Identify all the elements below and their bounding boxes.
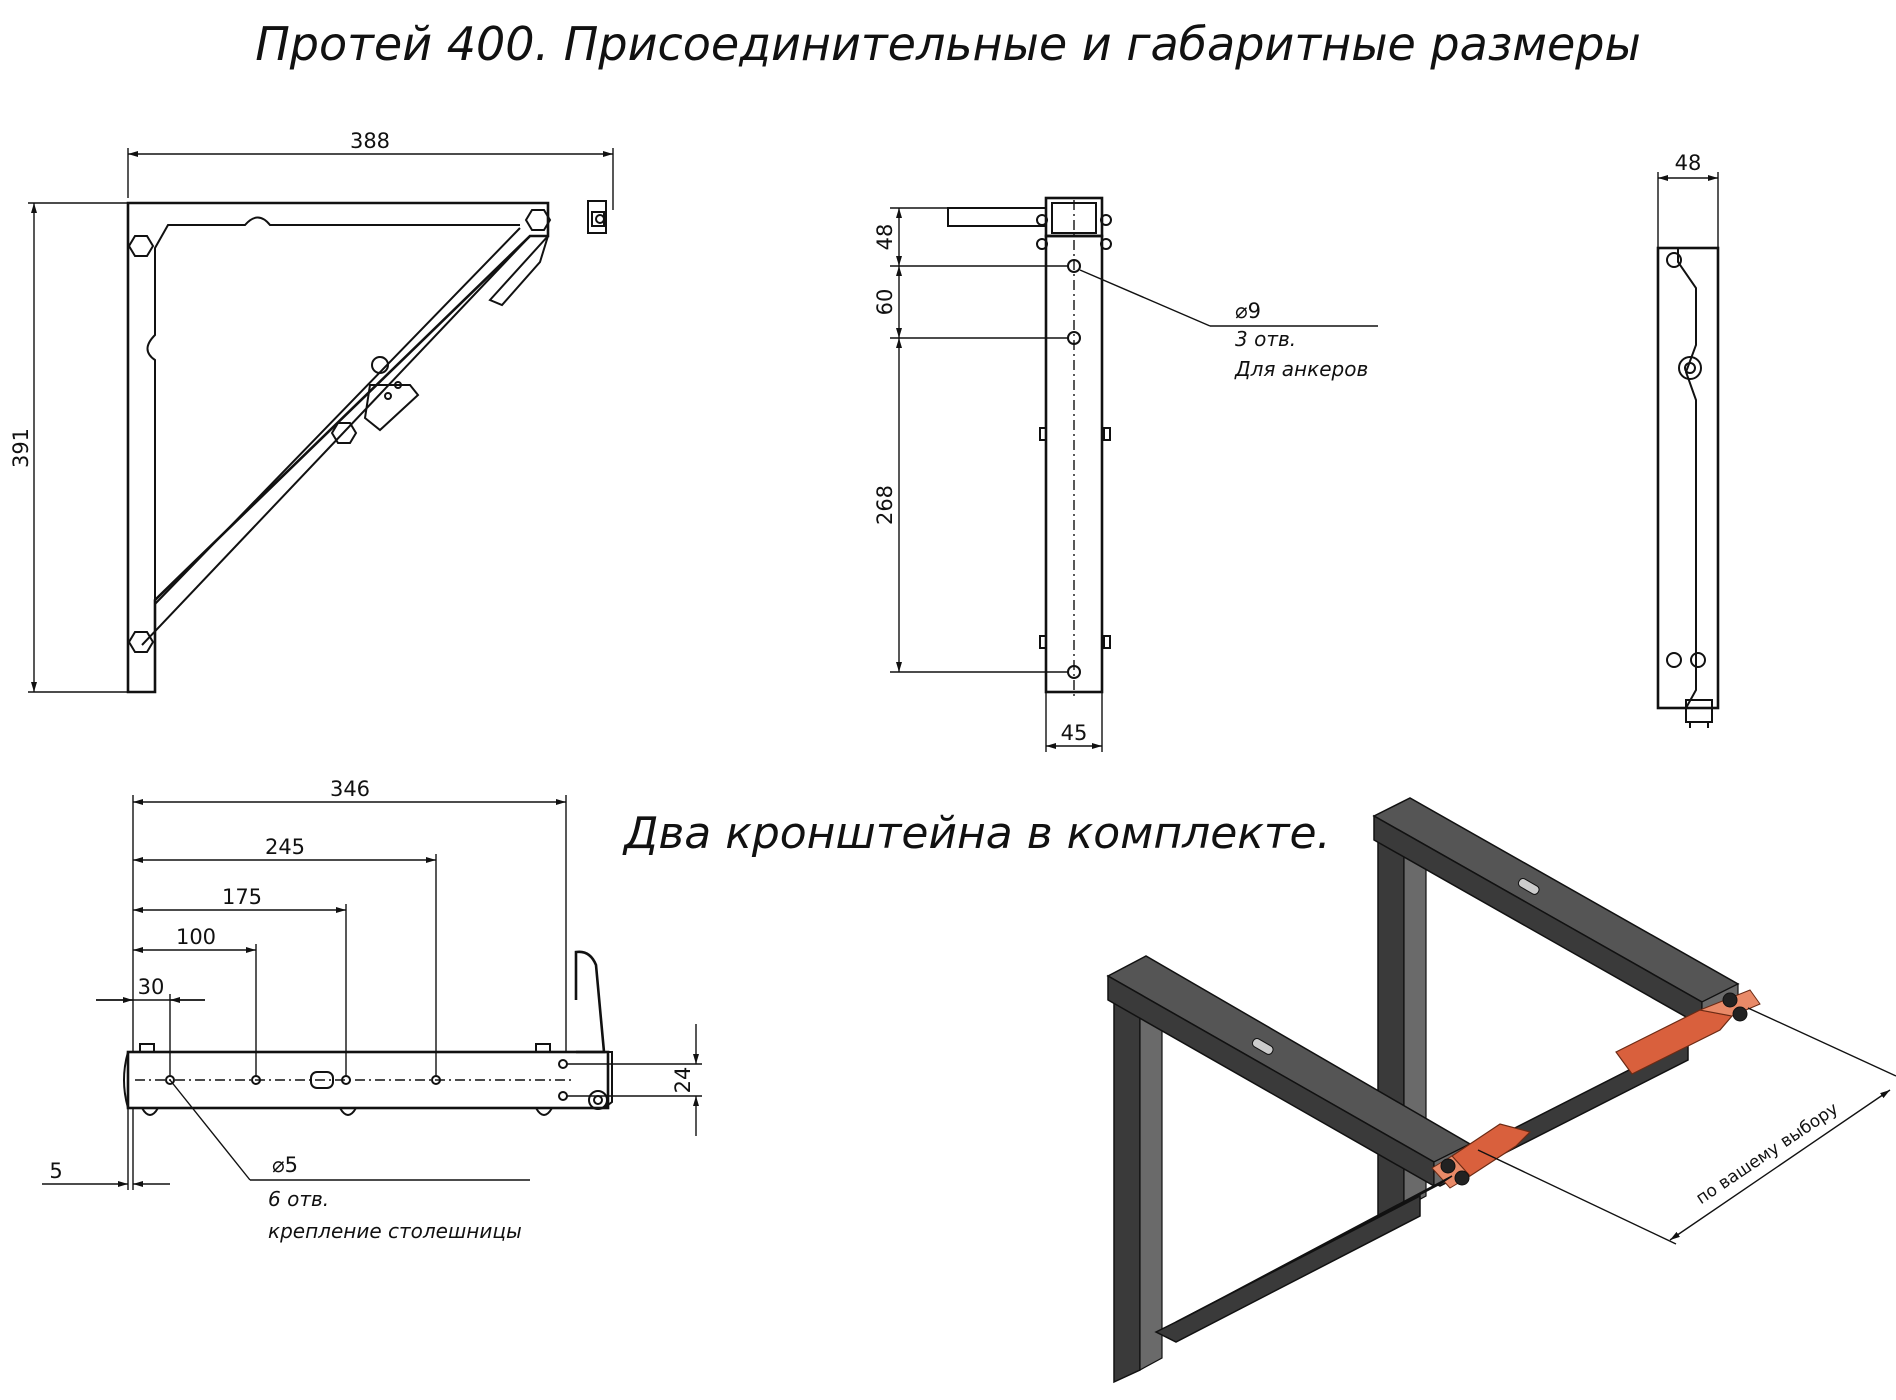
hole-diameter-5: ⌀5 [272,1153,298,1177]
hole-diameter-9: ⌀9 [1235,299,1261,323]
dim-5: 5 [49,1159,62,1183]
dim-391: 391 [9,428,33,468]
dim-175: 175 [222,885,262,909]
dim-24: 24 [671,1067,695,1094]
dim-48-front: 48 [873,224,897,251]
dim-48-edge: 48 [1675,151,1702,175]
dim-388: 388 [350,129,390,153]
top-view: 346 245 175 100 30 5 24 ⌀5 6 отв. крепле… [42,777,702,1243]
edge-view: 48 [1656,151,1720,728]
dim-45-front: 45 [1061,721,1088,745]
page-title: Протей 400. Присоединительные и габаритн… [255,17,1641,71]
hole-purpose-anchors: Для анкеров [1234,357,1368,381]
dim-268-front: 268 [873,485,897,525]
iso-note-your-choice: по вашему выбору [1692,1099,1842,1209]
dim-60-front: 60 [873,289,897,316]
dim-346: 346 [330,777,370,801]
dim-100: 100 [176,925,216,949]
hole-count-6: 6 отв. [268,1187,329,1211]
iso-view: по вашему выбору [1106,797,1896,1384]
hole-count-3: 3 отв. [1235,327,1296,351]
dim-30: 30 [138,975,165,999]
side-view: 388 391 [9,129,614,694]
front-view: 48 60 268 45 ⌀9 3 отв. Для анкеров [873,196,1378,752]
dim-245: 245 [265,835,305,859]
subtitle-two-brackets: Два кронштейна в комплекте. [622,808,1331,859]
hole-purpose-tabletop: крепление столешницы [268,1219,522,1243]
